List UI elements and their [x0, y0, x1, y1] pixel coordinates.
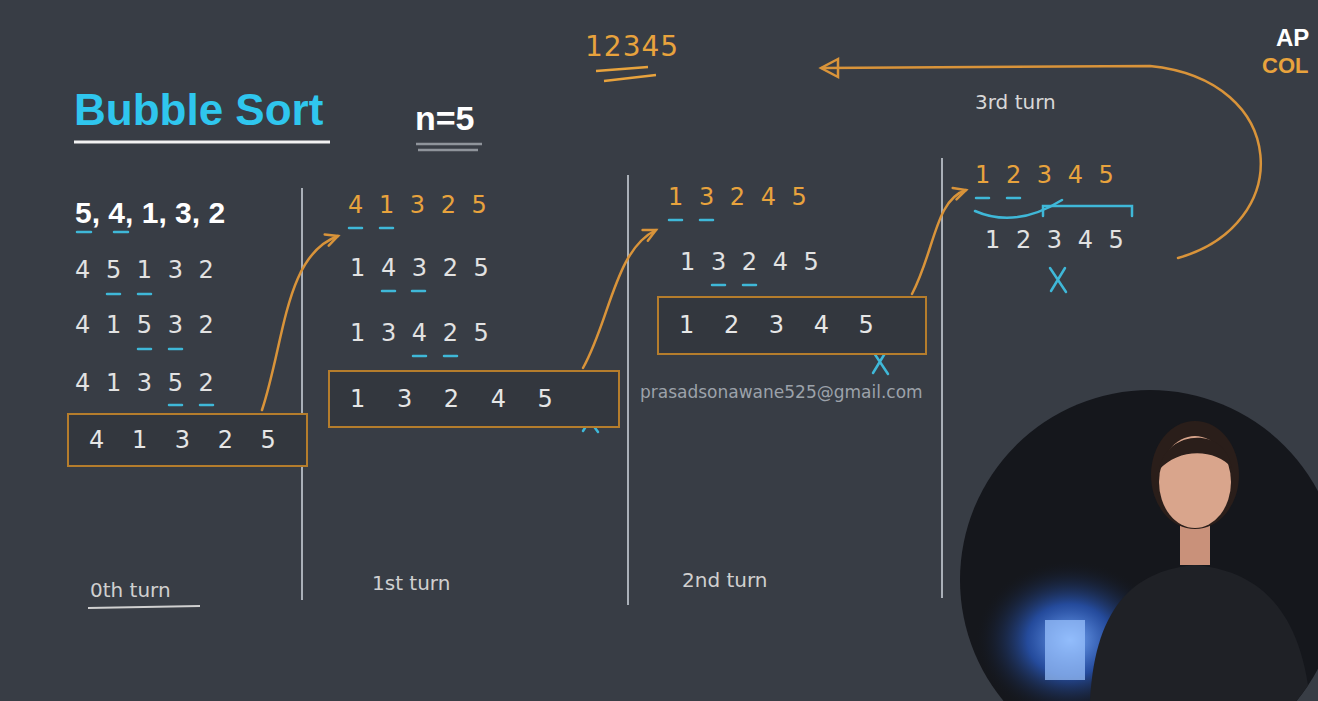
- lamp: [1045, 620, 1085, 680]
- array-row: 1 3 2 4 5: [330, 385, 565, 414]
- turn-label: 2nd turn: [682, 568, 768, 592]
- divider-line: [941, 158, 943, 598]
- slide-title: Bubble Sort: [74, 84, 323, 137]
- array-size: n=5: [415, 98, 475, 139]
- watermark: prasadsonawane525@gmail.com: [640, 382, 923, 402]
- compare-marks: [77, 198, 1132, 432]
- sorted-result: 12345: [585, 30, 679, 64]
- flow-arrow: [912, 190, 966, 294]
- compare-dash: [107, 293, 151, 296]
- compare-swoosh: [975, 200, 1062, 218]
- compare-dash: [169, 404, 213, 407]
- array-row: 1 4 3 2 5: [350, 254, 493, 283]
- turn-underline: [88, 606, 200, 608]
- array-row: 4 1 3 5 2: [75, 369, 218, 398]
- video-circle: [960, 390, 1318, 701]
- presenter-hair: [1151, 421, 1239, 529]
- array-row: 4 1 3 2 5: [69, 426, 286, 455]
- compare-dash: [349, 227, 393, 230]
- presenter-fringe: [1159, 438, 1232, 470]
- array-row: 1 3 4 2 5: [350, 319, 493, 348]
- compare-dash: [712, 284, 756, 287]
- input-array: 5, 4, 1, 3, 2: [75, 195, 225, 231]
- array-row: 4 1 5 3 2: [75, 311, 218, 340]
- logo-text: AP: [1276, 24, 1309, 53]
- compare-dash: [77, 231, 128, 234]
- compare-dash: [138, 348, 182, 351]
- arrow-head: [821, 59, 838, 77]
- n-underline: [416, 144, 482, 150]
- pass-result-box: 1 3 2 4 5: [328, 370, 620, 428]
- array-row: 1 2 3 4 5: [985, 226, 1128, 255]
- flow-arrows: [262, 59, 1261, 410]
- arrow-head: [643, 230, 656, 241]
- divider-line: [301, 188, 303, 600]
- logo-text: COL: [1262, 53, 1308, 79]
- presenter-figure: [975, 421, 1310, 701]
- compare-dash: [669, 219, 713, 222]
- column-dividers: [302, 158, 942, 605]
- turn-label: 3rd turn: [975, 90, 1056, 114]
- arrow-head: [325, 235, 338, 246]
- presenter-face: [1159, 436, 1231, 528]
- sorted-bracket: [1043, 206, 1132, 216]
- presenter-body: [1090, 565, 1310, 701]
- cross-mark: [1050, 268, 1066, 292]
- array-row: 1 2 3 4 5: [659, 311, 885, 340]
- turn-label: 0th turn: [90, 578, 171, 602]
- array-row: 1 2 3 4 5: [975, 161, 1118, 190]
- turn-label: 1st turn: [372, 571, 450, 595]
- array-row: 1 3 2 4 5: [668, 183, 811, 212]
- divider-line: [627, 175, 629, 605]
- pass-result-box: 1 2 3 4 5: [657, 296, 927, 355]
- array-row: 4 1 3 2 5: [348, 191, 491, 220]
- array-row: 1 3 2 4 5: [680, 248, 823, 277]
- presenter-video: [960, 390, 1318, 701]
- pass-result-box: 4 1 3 2 5: [67, 413, 308, 467]
- flow-arrow: [822, 66, 1261, 258]
- compare-dash: [413, 355, 457, 358]
- compare-dash: [382, 290, 425, 293]
- array-row: 4 5 1 3 2: [75, 256, 218, 285]
- result-underline: [596, 67, 656, 81]
- arrow-head: [953, 188, 966, 199]
- title-underline: [74, 141, 330, 144]
- flow-arrow: [583, 230, 656, 368]
- compare-dash: [976, 197, 1020, 200]
- flow-arrow: [262, 236, 338, 410]
